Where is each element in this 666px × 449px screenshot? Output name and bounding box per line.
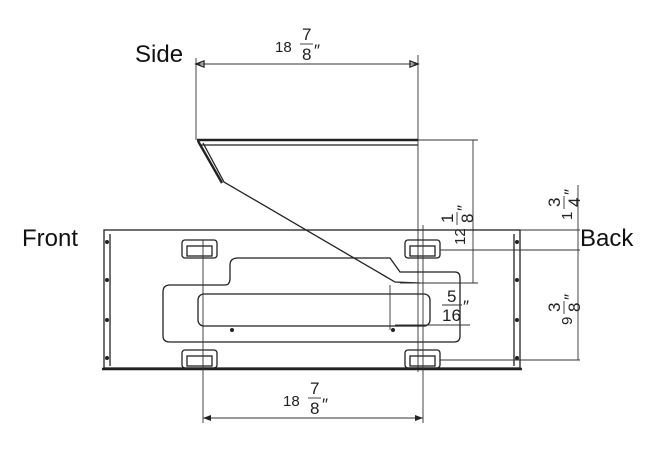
svg-text:3: 3	[545, 303, 564, 312]
dim-base-width: 18 7 8 ″	[283, 379, 328, 418]
svg-text:4: 4	[565, 198, 584, 207]
front-label: Front	[22, 225, 78, 252]
svg-text:″: ″	[561, 294, 580, 300]
svg-text:″: ″	[322, 395, 328, 414]
svg-text:″: ″	[314, 41, 320, 60]
dim-side-height: 12 1 8 ″	[438, 205, 477, 245]
svg-text:8: 8	[310, 399, 319, 418]
svg-text:″: ″	[454, 205, 473, 211]
svg-text:7: 7	[302, 25, 311, 44]
svg-text:″: ″	[561, 189, 580, 195]
svg-text:7: 7	[310, 379, 319, 398]
svg-text:18: 18	[275, 39, 292, 56]
base-view	[102, 225, 522, 423]
dim-slot-offset: 5 16 ″	[442, 287, 469, 325]
svg-text:12: 12	[452, 228, 469, 245]
svg-text:1: 1	[438, 214, 457, 223]
svg-text:″: ″	[463, 297, 469, 316]
svg-text:16: 16	[442, 306, 461, 325]
svg-text:8: 8	[458, 214, 477, 223]
svg-text:8: 8	[565, 303, 584, 312]
back-label: Back	[580, 225, 634, 252]
svg-text:18: 18	[283, 393, 300, 410]
side-label: Side	[135, 41, 183, 68]
svg-text:9: 9	[559, 317, 576, 325]
svg-text:3: 3	[545, 198, 564, 207]
dim-depth: 9 3 8 ″	[545, 294, 584, 325]
dim-top-offset: 1 3 4 ″	[545, 189, 584, 220]
dim-side-width: 18 7 8 ″	[275, 25, 320, 64]
svg-text:8: 8	[302, 45, 311, 64]
right-dimensions	[440, 185, 580, 361]
svg-text:5: 5	[447, 287, 456, 306]
svg-text:1: 1	[559, 212, 576, 220]
side-view	[194, 55, 478, 372]
